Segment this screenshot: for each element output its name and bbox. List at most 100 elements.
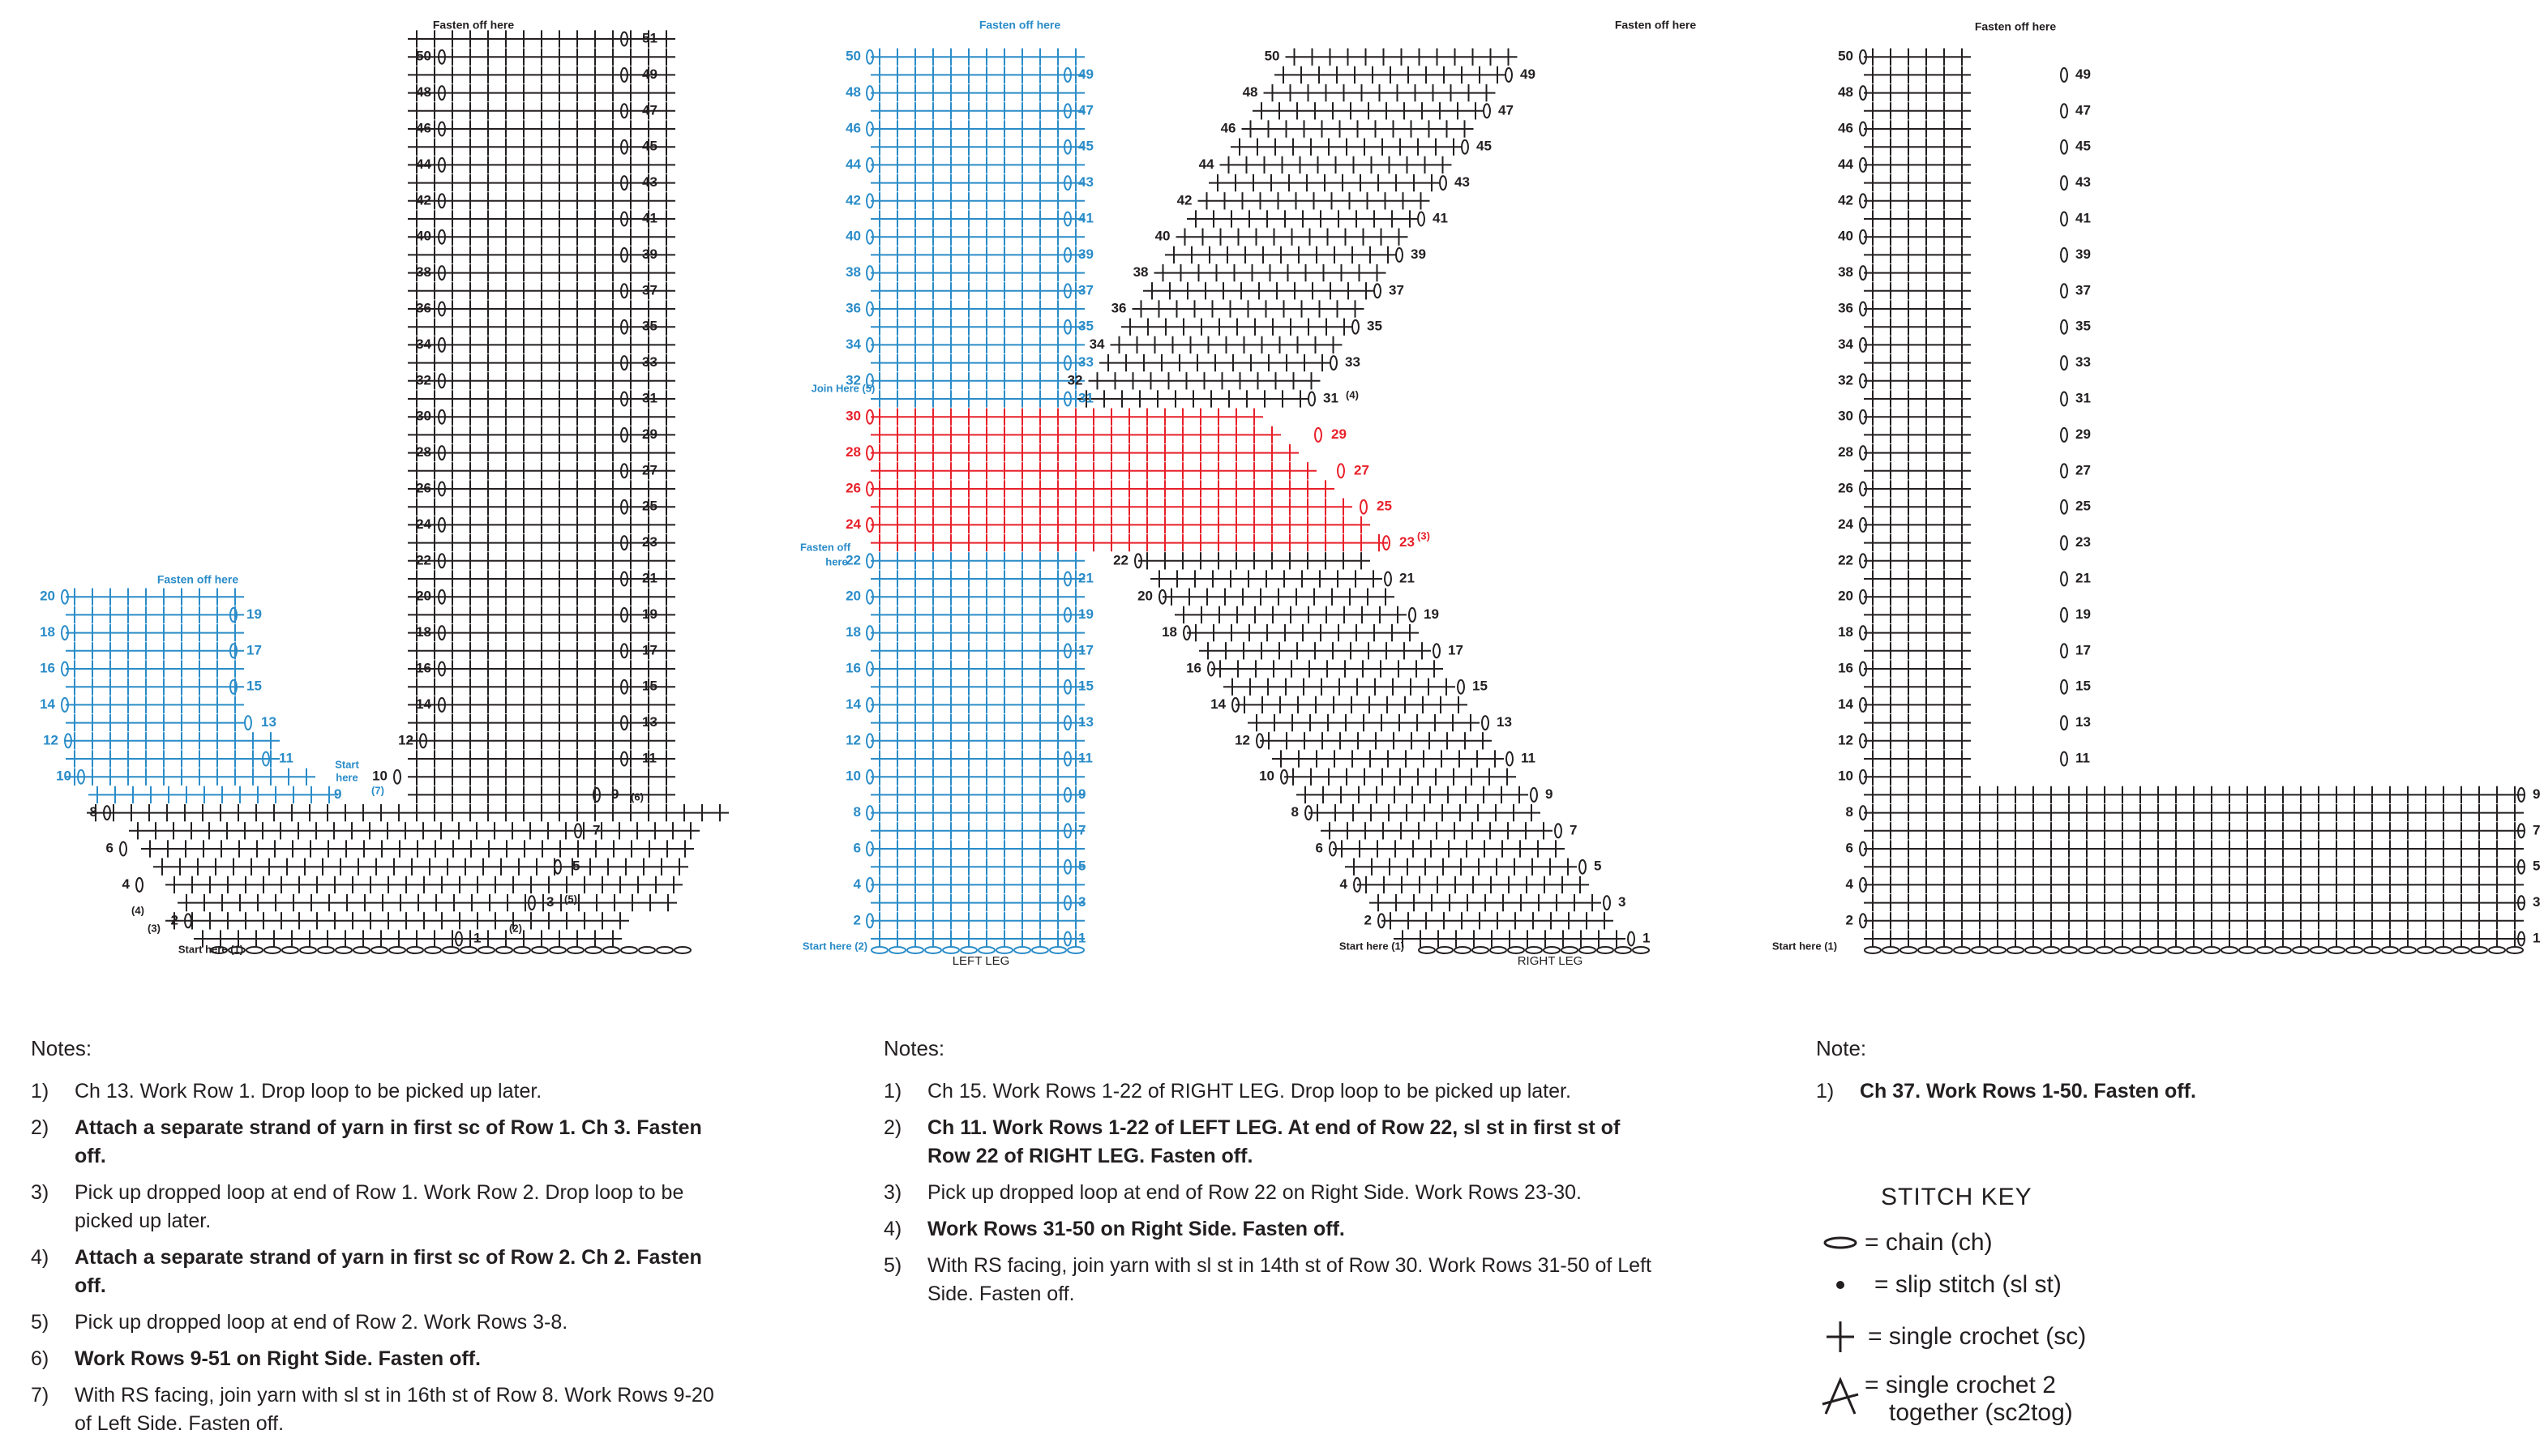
chain-stitch xyxy=(2060,463,2068,479)
left-upper-row-number: 47 xyxy=(1078,102,1094,118)
chain-stitch xyxy=(866,661,874,677)
upper-right-row-number: 40 xyxy=(1155,229,1171,244)
row-number-right: 15 xyxy=(2075,679,2091,694)
foundation-chain xyxy=(353,946,370,954)
foundation-chain xyxy=(281,946,299,954)
chain-stitch xyxy=(1859,516,1867,533)
chain-stitch xyxy=(438,336,446,353)
row-number-left: 50 xyxy=(416,49,431,64)
key-slip-label: = slip stitch (sl st) xyxy=(1874,1271,2062,1298)
chain-stitch xyxy=(1859,229,1867,245)
chain-stitch xyxy=(229,606,238,623)
chain-stitch xyxy=(1554,823,1562,839)
note-text: Pick up dropped loop at end of Row 1. Wo… xyxy=(75,1181,684,1232)
chain-stitch xyxy=(620,319,628,335)
chain-stitch xyxy=(1280,769,1288,785)
chain-stitch xyxy=(1859,696,1867,713)
note-number: 1) xyxy=(31,1080,49,1103)
chain-stitch xyxy=(1064,571,1072,587)
chain-stitch xyxy=(1859,409,1867,425)
row-number-right: 19 xyxy=(642,606,657,622)
note-number: 1) xyxy=(1816,1080,1835,1103)
row-number-right: 27 xyxy=(2075,462,2091,477)
foundation-chain xyxy=(585,946,602,954)
chain-stitch xyxy=(866,301,874,317)
left-upper-row-number: 50 xyxy=(846,49,861,64)
row-number-left: 48 xyxy=(416,84,431,100)
right-leg-row-number: 9 xyxy=(1545,786,1553,802)
row-number-left: 12 xyxy=(398,732,413,747)
note-number: 3) xyxy=(31,1181,49,1204)
chain-stitch xyxy=(866,625,874,641)
chain-stitch xyxy=(135,876,143,893)
chain-stitch xyxy=(438,589,446,605)
foundation-chain xyxy=(1471,946,1489,954)
row-number-right: 33 xyxy=(642,354,657,370)
note-item: 2)Ch 11. Work Rows 1-22 of LEFT LEG. At … xyxy=(884,1114,1662,1171)
start-label: Start here (1) xyxy=(1339,940,1404,952)
foundation-chain xyxy=(1935,946,1953,954)
upper-right-row-number: 45 xyxy=(1476,139,1492,154)
row-number-right: 41 xyxy=(642,210,657,225)
row-number-right: 25 xyxy=(642,499,657,514)
left-leg-row-number: 18 xyxy=(846,624,861,640)
chain-stitch xyxy=(438,229,446,245)
foundation-chain xyxy=(317,946,335,954)
note-number: 6) xyxy=(31,1347,49,1370)
chain-stitch xyxy=(866,373,874,389)
chain-stitch xyxy=(620,426,628,443)
middle-row-number: 26 xyxy=(846,480,861,495)
right-leg-row-number: 13 xyxy=(1497,714,1512,730)
foundation-chain xyxy=(1899,946,1917,954)
left-leg-row-number: 19 xyxy=(1078,606,1094,622)
row-number-left: 4 xyxy=(1846,876,1854,892)
sc2tog-icon xyxy=(1816,1372,1865,1424)
chain-stitch xyxy=(866,516,874,533)
notes-list: 1)Ch 15. Work Rows 1-22 of RIGHT LEG. Dr… xyxy=(884,1077,1662,1308)
chain-stitch xyxy=(2517,786,2525,803)
foundation-chain xyxy=(638,946,656,954)
step-label: (4) xyxy=(1346,388,1359,400)
chain-stitch xyxy=(528,895,536,911)
key-sc2tog-label-1: = single crochet 2 xyxy=(1865,1372,2056,1398)
chain-stitch xyxy=(438,49,446,65)
start-label: Start here (2) xyxy=(803,940,867,952)
foundation-chain xyxy=(602,946,620,954)
row-number-right: 47 xyxy=(2075,102,2091,118)
row-number-right: 11 xyxy=(642,750,657,765)
chain-stitch xyxy=(866,85,874,101)
note-number: 2) xyxy=(31,1116,49,1139)
row-number-left: 38 xyxy=(1838,264,1853,280)
foundation-chain xyxy=(228,946,246,954)
chain-stitch xyxy=(2060,103,2068,119)
chain-stitch xyxy=(2060,211,2068,227)
left-upper-row-number: 49 xyxy=(1078,66,1094,82)
chain-stitch xyxy=(438,481,446,497)
row-number-left: 8 xyxy=(1846,804,1853,820)
row-number-left: 40 xyxy=(416,229,431,244)
step-label: (5) xyxy=(564,893,577,905)
foundation-chain xyxy=(2221,946,2238,954)
chain-stitch xyxy=(438,553,446,569)
chain-stitch xyxy=(1859,49,1867,65)
foundation-chain xyxy=(1578,946,1596,954)
left-leg-row-number: 1 xyxy=(1078,930,1086,945)
foundation-chain xyxy=(1436,946,1454,954)
chain-stitch xyxy=(1064,175,1072,191)
left-leg-row-number: 2 xyxy=(854,912,861,927)
chain-stitch xyxy=(455,931,463,947)
foundation-chain xyxy=(1989,946,2007,954)
chain-stitch xyxy=(1064,66,1072,83)
chain-stitch xyxy=(2060,66,2068,83)
note-number: 1) xyxy=(884,1080,902,1103)
left-side-row-number: 15 xyxy=(246,679,262,694)
step-label: (2) xyxy=(509,922,522,934)
left-upper-row-number: 46 xyxy=(846,120,861,135)
note-number: 3) xyxy=(884,1181,902,1204)
left-side-row-number: 14 xyxy=(40,696,55,712)
foundation-chain xyxy=(2452,946,2470,954)
row-number-right: 5 xyxy=(2533,859,2540,874)
left-side-row-number: 11 xyxy=(279,750,293,765)
foundation-chain xyxy=(2114,946,2131,954)
chain-stitch xyxy=(103,805,111,821)
